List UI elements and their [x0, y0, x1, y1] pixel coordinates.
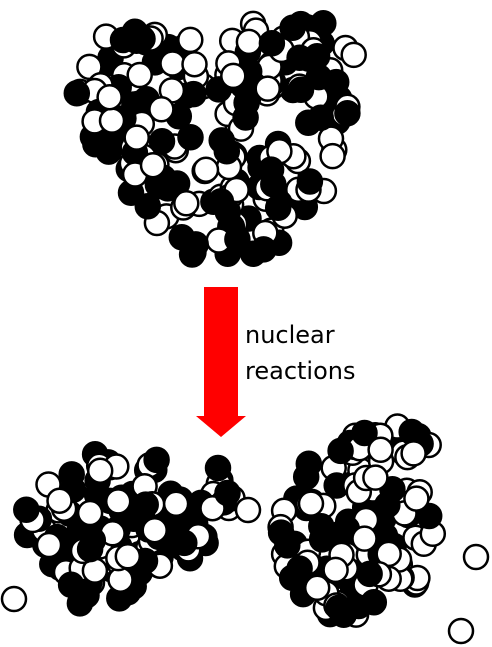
- neutron: [220, 62, 247, 90]
- neutron: [123, 124, 150, 151]
- neutron: [107, 566, 134, 593]
- proton: [356, 560, 383, 588]
- neutron: [86, 457, 114, 484]
- parent-nucleus: [63, 10, 367, 268]
- proton: [279, 14, 306, 41]
- proton: [250, 236, 277, 263]
- proton: [143, 446, 170, 474]
- proton: [233, 89, 260, 117]
- proton: [325, 594, 352, 622]
- proton: [334, 99, 361, 127]
- proton: [258, 29, 286, 57]
- neutron: [126, 61, 153, 89]
- proton: [307, 104, 334, 131]
- proton: [360, 589, 388, 616]
- neutron: [173, 190, 200, 217]
- neutron: [46, 487, 73, 514]
- neutron: [148, 96, 175, 123]
- neutron: [177, 26, 204, 54]
- proton: [129, 25, 156, 53]
- reaction-arrow: [196, 287, 246, 437]
- proton: [308, 512, 335, 540]
- proton: [274, 532, 301, 559]
- proton: [296, 168, 324, 195]
- neutron: [400, 440, 427, 467]
- proton: [148, 128, 176, 155]
- proton: [63, 79, 91, 107]
- proton: [415, 502, 443, 530]
- free-neutron: [0, 585, 28, 613]
- proton: [351, 419, 378, 447]
- fragment-left: [13, 441, 246, 617]
- proton: [214, 479, 241, 507]
- neutron: [235, 28, 263, 56]
- neutron: [76, 499, 104, 527]
- reaction-label-line1: nuclear: [245, 321, 335, 349]
- proton: [260, 171, 287, 198]
- proton: [264, 194, 292, 221]
- proton: [374, 491, 401, 519]
- neutron: [362, 464, 389, 491]
- free-nucleons: [0, 454, 490, 645]
- proton: [224, 226, 251, 253]
- neutron: [319, 142, 346, 170]
- free-neutron: [447, 617, 475, 645]
- proton: [180, 80, 207, 108]
- proton: [214, 198, 242, 226]
- fragment-right: [267, 413, 447, 628]
- free-neutron: [234, 496, 262, 524]
- neutron: [367, 436, 394, 464]
- proton: [182, 231, 209, 258]
- neutron: [159, 50, 186, 77]
- proton: [282, 563, 310, 590]
- proton: [303, 43, 331, 70]
- neutron: [254, 75, 281, 102]
- neutron: [104, 488, 132, 515]
- neutron: [322, 556, 349, 584]
- proton: [171, 529, 198, 557]
- neutron: [96, 83, 123, 111]
- proton: [154, 175, 181, 202]
- neutron: [192, 156, 220, 183]
- neutron: [114, 543, 142, 570]
- neutron: [303, 574, 331, 602]
- proton: [292, 463, 320, 491]
- neutron: [141, 516, 168, 544]
- free-proton: [204, 454, 232, 482]
- neutron: [351, 525, 378, 552]
- proton: [57, 571, 85, 598]
- proton: [287, 76, 315, 103]
- free-neutron: [462, 543, 490, 571]
- neutron: [340, 41, 367, 69]
- reaction-label-line2: reactions: [245, 357, 356, 385]
- neutron: [403, 485, 430, 512]
- proton: [134, 192, 162, 220]
- neutron: [98, 107, 126, 134]
- neutron: [181, 50, 208, 78]
- proton: [13, 496, 40, 523]
- neutron: [35, 531, 63, 559]
- neutron: [162, 490, 190, 518]
- neutron: [139, 151, 167, 179]
- neutron: [297, 490, 325, 517]
- proton: [177, 123, 204, 151]
- proton: [208, 127, 235, 154]
- proton: [327, 437, 354, 465]
- proton: [76, 535, 104, 563]
